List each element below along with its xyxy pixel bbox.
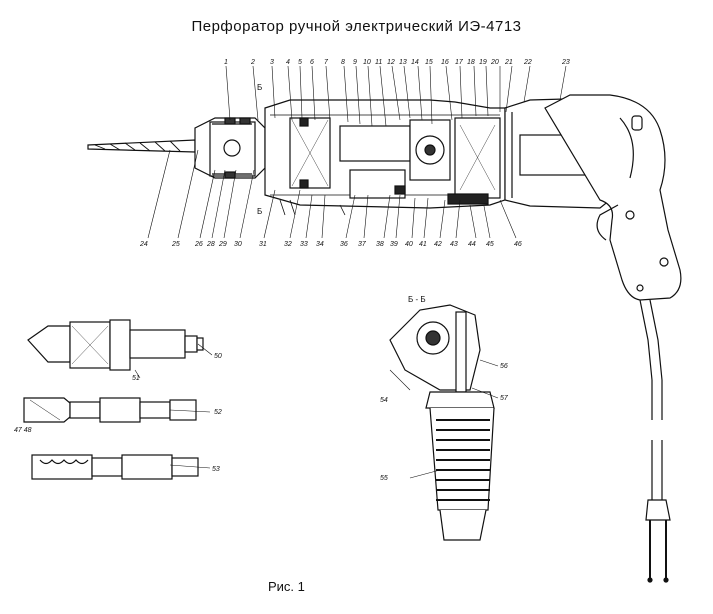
callout-3: 3 [270,59,274,66]
callout-38: 38 [376,241,384,248]
callout-43: 43 [450,241,458,248]
callout-34: 34 [316,241,324,248]
callout-47-48: 47 48 [14,427,32,434]
callout-12: 12 [387,59,395,66]
side-handle [389,304,495,541]
callout-8: 8 [341,59,345,66]
callout-16: 16 [441,59,449,66]
callout-36: 36 [340,241,348,248]
callout-6: 6 [310,59,314,66]
callout-2: 2 [250,59,255,66]
callout-30: 30 [234,241,242,248]
section-mark-top: Б [257,83,262,92]
adapter-a [23,397,197,423]
leader-lines [134,65,567,479]
callout-55: 55 [380,475,388,482]
callout-5: 5 [298,59,302,66]
callout-37: 37 [358,241,367,248]
callout-25: 25 [171,241,180,248]
front-chuck [194,117,266,179]
callout-31: 31 [259,241,267,248]
page-title: Перфоратор ручной электрический ИЭ-4713 [191,18,522,35]
callout-32: 32 [284,241,292,248]
callout-42: 42 [434,241,442,248]
callout-39: 39 [390,241,398,248]
callout-9: 9 [353,59,357,66]
power-cable [639,299,671,583]
callout-7: 7 [324,59,329,66]
callout-18: 18 [467,59,475,66]
housing [264,99,506,216]
callout-19: 19 [479,59,487,66]
chuck-assembly [27,319,204,371]
pistol-handle [544,94,682,301]
callout-13: 13 [399,59,407,66]
callout-23: 23 [561,59,570,66]
callout-54: 54 [380,397,388,404]
callout-29: 29 [218,241,227,248]
callout-56: 56 [500,363,508,370]
callout-46: 46 [514,241,522,248]
callout-33: 33 [300,241,308,248]
callout-28: 28 [206,241,215,248]
callout-17: 17 [455,59,464,66]
callout-53: 53 [212,466,220,473]
callout-41: 41 [419,241,427,248]
callout-20: 20 [490,59,499,66]
callout-44: 44 [468,241,476,248]
section-mark-bottom: Б [257,207,262,216]
callout-1: 1 [224,59,228,66]
section-label: Б - Б [408,295,426,304]
adapter-b [31,454,199,480]
callout-4: 4 [286,59,290,66]
callout-21: 21 [504,59,513,66]
callout-14: 14 [411,59,419,66]
callout-11: 11 [375,59,382,66]
callout-26: 26 [194,241,203,248]
callout-40: 40 [405,241,413,248]
figure-caption: Рис. 1 [268,579,305,594]
callout-57: 57 [500,395,509,402]
callout-15: 15 [425,59,433,66]
callout-45: 45 [486,241,494,248]
callout-24: 24 [139,241,148,248]
drill-bit [87,139,196,153]
callout-51: 51 [132,375,140,382]
callout-50: 50 [214,353,222,360]
callout-10: 10 [363,59,371,66]
callout-22: 22 [523,59,532,66]
callout-52: 52 [214,409,222,416]
